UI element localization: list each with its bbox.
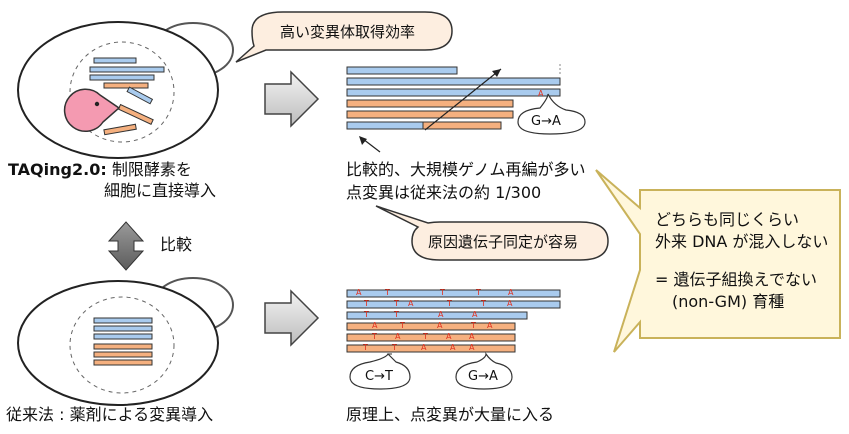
mutation-label-left: C→T [365, 369, 393, 384]
mutation-letter: A [469, 343, 475, 352]
mutation-letter: A [395, 332, 401, 341]
bubble-high-efficiency [235, 11, 453, 63]
right-arrow-bottom [264, 289, 320, 347]
genome-bar [346, 333, 516, 342]
genome-bar [346, 77, 561, 86]
genome-bar [346, 300, 561, 309]
conventional-cell [17, 277, 234, 406]
genome-bar [346, 322, 516, 331]
restriction-enzyme-icon [63, 88, 121, 132]
cell-body [17, 21, 219, 159]
mutation-letter: T [393, 310, 399, 319]
right-arrow-top [264, 70, 320, 128]
genome-bar [346, 289, 561, 298]
chromosome [103, 82, 149, 89]
result-top-line1: 比較的、大規模ゲノム再編が多い [346, 160, 586, 179]
genome-bar [346, 311, 528, 320]
mutation-letter: T [439, 288, 445, 297]
taqing-label-line2: 細胞に直接導入 [104, 181, 217, 200]
mutation-letter: A [507, 299, 513, 308]
bubble-high-efficiency-text: 高い変異体取得効率 [280, 23, 416, 41]
mutation-letter: A [446, 332, 452, 341]
mutation-letter: A [469, 332, 475, 341]
mutation-letter: A [421, 343, 427, 352]
enzyme-eye [94, 101, 100, 107]
mutation-letter: A [487, 321, 493, 330]
genome-bar [346, 121, 424, 130]
chromosome [93, 57, 137, 64]
callout-line2: 外来 DNA が混入しない [655, 232, 829, 251]
rearrangement-arrow [362, 138, 381, 153]
mutation-letter: T [363, 299, 369, 308]
rearrangement-arrow [424, 68, 502, 131]
mutation-letter: T [363, 310, 369, 319]
genome-bar [346, 99, 514, 108]
chromosome [103, 123, 137, 136]
result-top-line2: 点変異は従来法の約 1/300 [346, 183, 542, 202]
chromosome [126, 86, 154, 105]
callout-line1: どちらも同じくらい [655, 210, 800, 229]
genome-bars-top: A [346, 64, 561, 153]
mutation-letter: T [446, 299, 452, 308]
cell-body [17, 280, 219, 406]
mutation-bubble-top [517, 93, 586, 135]
mutation-label-right: G→A [468, 369, 498, 384]
nucleus [69, 296, 175, 394]
mutation-letter: T [470, 321, 476, 330]
chromosome [93, 343, 153, 350]
callout-line4: (non-GM) 育種 [672, 292, 785, 311]
mutation-letter: A [437, 321, 443, 330]
mutation-letter: T [391, 343, 397, 352]
result-bottom-line1: 原理上、点変異が大量に入る [346, 405, 555, 424]
chromosome [93, 359, 153, 366]
mutation-letter: A [408, 299, 414, 308]
mutation-bubble-right [455, 352, 513, 390]
callout-line3: = 遺伝子組換えでない [655, 270, 818, 289]
callout-box [595, 169, 841, 353]
taqing-cell [17, 21, 234, 159]
taqing-label-name: TAQing2.0: [8, 160, 107, 179]
mutation-letter: T [393, 299, 399, 308]
mutation-letter: A [356, 288, 362, 297]
svg-text:A: A [538, 89, 544, 98]
mutation-letter: A [372, 321, 378, 330]
taqing-label: TAQing2.0: 制限酵素を [8, 160, 192, 180]
genome-bar [346, 88, 561, 97]
mutation-letter: A [508, 288, 514, 297]
mutation-letter: T [399, 321, 405, 330]
mutation-letter: A [450, 343, 456, 352]
bubble-easy-identification-text: 原因遺伝子同定が容易 [428, 233, 579, 251]
mutation-letter: T [422, 332, 428, 341]
chromosome [93, 325, 153, 332]
genome-bar [346, 110, 514, 119]
mutation-letter: A [472, 310, 478, 319]
chromosome [93, 351, 153, 358]
genome-bar [422, 121, 502, 130]
chromosome [89, 74, 155, 81]
compare-label: 比較 [160, 235, 193, 254]
genome-bar [346, 344, 516, 353]
chromosome [89, 66, 165, 73]
chromosome [93, 317, 153, 324]
mutation-label-top: G→A [531, 114, 561, 129]
bubble-easy-identification [375, 205, 609, 261]
compare-double-arrow [107, 221, 145, 271]
mutation-letter: T [362, 343, 368, 352]
chromosome [93, 333, 153, 340]
taqing-label-method: 制限酵素を [111, 160, 192, 179]
chromosome [117, 103, 154, 125]
nucleus [69, 41, 175, 143]
mutation-letter: T [480, 299, 486, 308]
mutation-letter: T [371, 332, 377, 341]
mutation-letter: T [384, 288, 390, 297]
genome-bar [346, 66, 458, 75]
mutation-letter: T [475, 288, 481, 297]
mutation-letter: A [438, 310, 444, 319]
conventional-label: 従来法 : 薬剤による変異導入 [6, 405, 214, 424]
